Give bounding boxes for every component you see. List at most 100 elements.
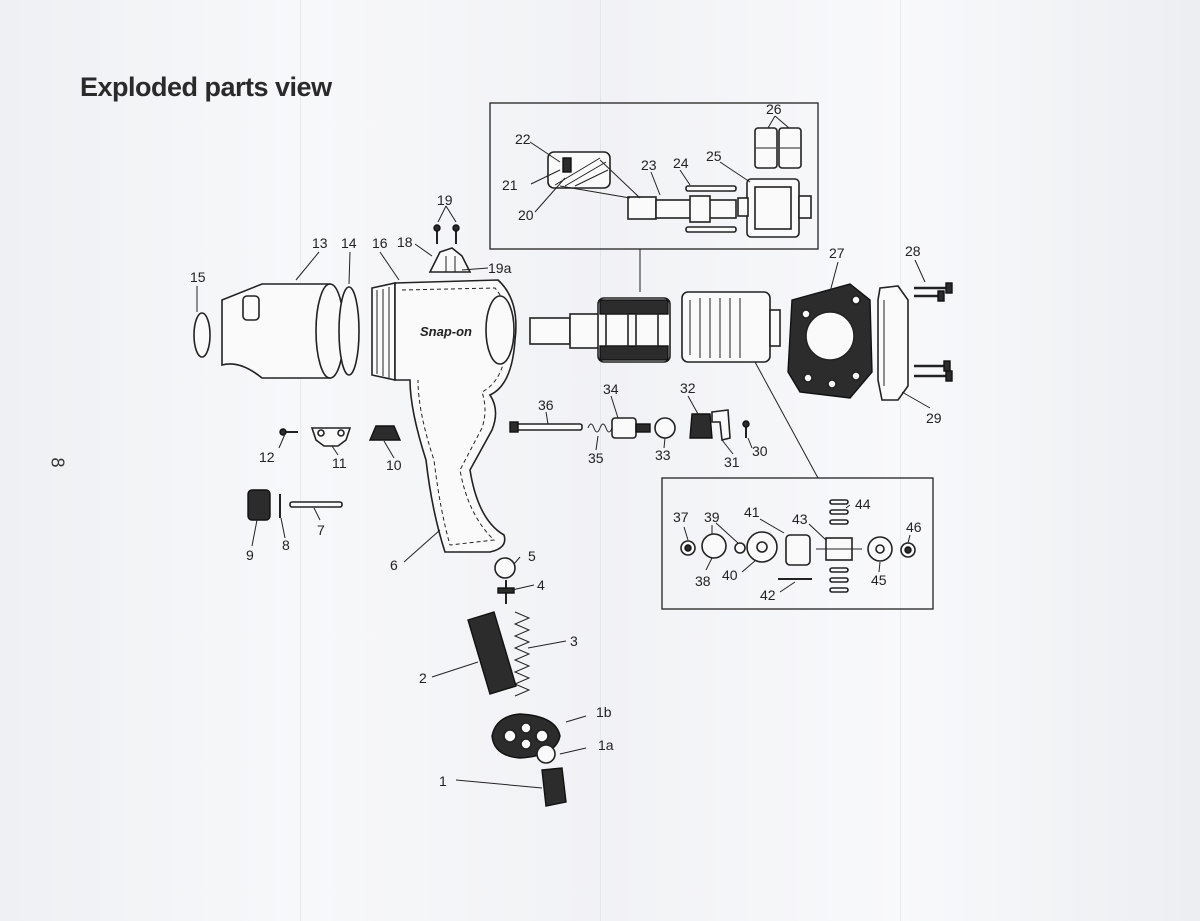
inset-leader [754, 361, 819, 479]
label-3: 3 [570, 633, 578, 649]
part-15-o-ring [193, 312, 211, 358]
part-43-rotor [816, 537, 862, 561]
part-40-end-plate [746, 531, 778, 563]
part-6-housing: Snap-on [394, 279, 517, 553]
part-5-o-ring [494, 557, 516, 579]
label-30: 30 [752, 443, 768, 459]
part-10-pad [368, 425, 402, 441]
label-14: 14 [341, 235, 357, 251]
label-35: 35 [588, 450, 604, 466]
part-46-bearing [900, 542, 916, 558]
part-anvil-square [529, 313, 601, 349]
label-10: 10 [386, 457, 402, 473]
part-23-anvil [627, 195, 737, 223]
label-15: 15 [190, 269, 206, 285]
label-18: 18 [397, 234, 413, 250]
part-39-washer [734, 542, 746, 554]
label-1b: 1b [596, 704, 612, 720]
part-motor-housing [681, 291, 781, 363]
label-1: 1 [439, 773, 447, 789]
label-46: 46 [906, 519, 922, 535]
label-6: 6 [390, 557, 398, 573]
label-20: 20 [518, 207, 534, 223]
label-33: 33 [655, 447, 671, 463]
part-37-bearing [680, 540, 696, 556]
label-22: 22 [515, 131, 531, 147]
part-33-o-ring [654, 417, 676, 439]
label-25: 25 [706, 148, 722, 164]
part-26-hammers [754, 127, 802, 169]
label-9: 9 [246, 547, 254, 563]
label-1a: 1a [598, 737, 614, 753]
label-39: 39 [704, 509, 720, 525]
label-11: 11 [332, 455, 347, 471]
part-7-pin [289, 501, 343, 508]
part-30-screw [742, 420, 750, 438]
label-41: 41 [744, 504, 760, 520]
part-38-ring [701, 533, 727, 559]
label-38: 38 [695, 573, 711, 589]
part-27-gasket [787, 283, 873, 399]
part-1-inlet-fitting [541, 767, 567, 807]
label-24: 24 [673, 155, 689, 171]
part-19-screws [433, 224, 460, 244]
label-21: 21 [502, 177, 518, 193]
label-37: 37 [673, 509, 689, 525]
inset-box-motor [661, 477, 934, 610]
label-44: 44 [855, 496, 871, 512]
label-4: 4 [537, 577, 545, 593]
label-45: 45 [871, 572, 887, 588]
label-31: 31 [724, 454, 740, 470]
part-16-housing-front [371, 282, 396, 381]
label-43: 43 [792, 511, 808, 527]
label-5: 5 [528, 548, 536, 564]
part-2-filter [467, 611, 517, 695]
part-32-reverse-valve [689, 413, 713, 439]
label-19a: 19a [488, 260, 512, 276]
paper-fold-line [300, 0, 301, 921]
part-25-hammer-cage [737, 178, 812, 238]
part-1a-o-ring [536, 744, 556, 764]
part-21-pin-plate [547, 151, 611, 189]
label-23: 23 [641, 157, 657, 173]
part-12-screw [279, 428, 298, 436]
label-28: 28 [905, 243, 921, 259]
page-title: Exploded parts view [80, 72, 332, 102]
label-26: 26 [766, 101, 782, 117]
label-29: 29 [926, 410, 942, 426]
label-16: 16 [372, 235, 388, 251]
part-3-spring [513, 611, 531, 697]
inset-box-hammer [489, 102, 819, 250]
paper-fold-line [600, 0, 601, 921]
label-36: 36 [538, 397, 554, 413]
label-7: 7 [317, 522, 325, 538]
label-19: 19 [437, 192, 453, 208]
label-8: 8 [282, 537, 290, 553]
label-13: 13 [312, 235, 328, 251]
part-4-valve-stem [497, 580, 515, 604]
part-14-ring [338, 286, 360, 376]
part-13-boot [221, 283, 345, 379]
part-36-trigger-rod [509, 421, 583, 433]
part-29-end-cap [877, 285, 909, 401]
part-44-vanes [829, 499, 849, 593]
label-12: 12 [259, 449, 275, 465]
part-9-button [247, 489, 271, 521]
part-28-bolts [914, 282, 953, 382]
part-11-clip [310, 427, 352, 447]
label-42: 42 [760, 587, 776, 603]
paper-fold-line [900, 0, 901, 921]
part-41-cylinder [785, 534, 811, 566]
label-2: 2 [419, 670, 427, 686]
part-18-bracket [428, 247, 472, 273]
label-40: 40 [722, 567, 738, 583]
part-24-pins [685, 185, 737, 233]
brand-logo: Snap-on [420, 324, 472, 339]
part-34-valve [611, 417, 651, 439]
part-31-lever [711, 409, 731, 441]
part-35-spring [587, 423, 613, 433]
label-32: 32 [680, 380, 696, 396]
label-34: 34 [603, 381, 619, 397]
